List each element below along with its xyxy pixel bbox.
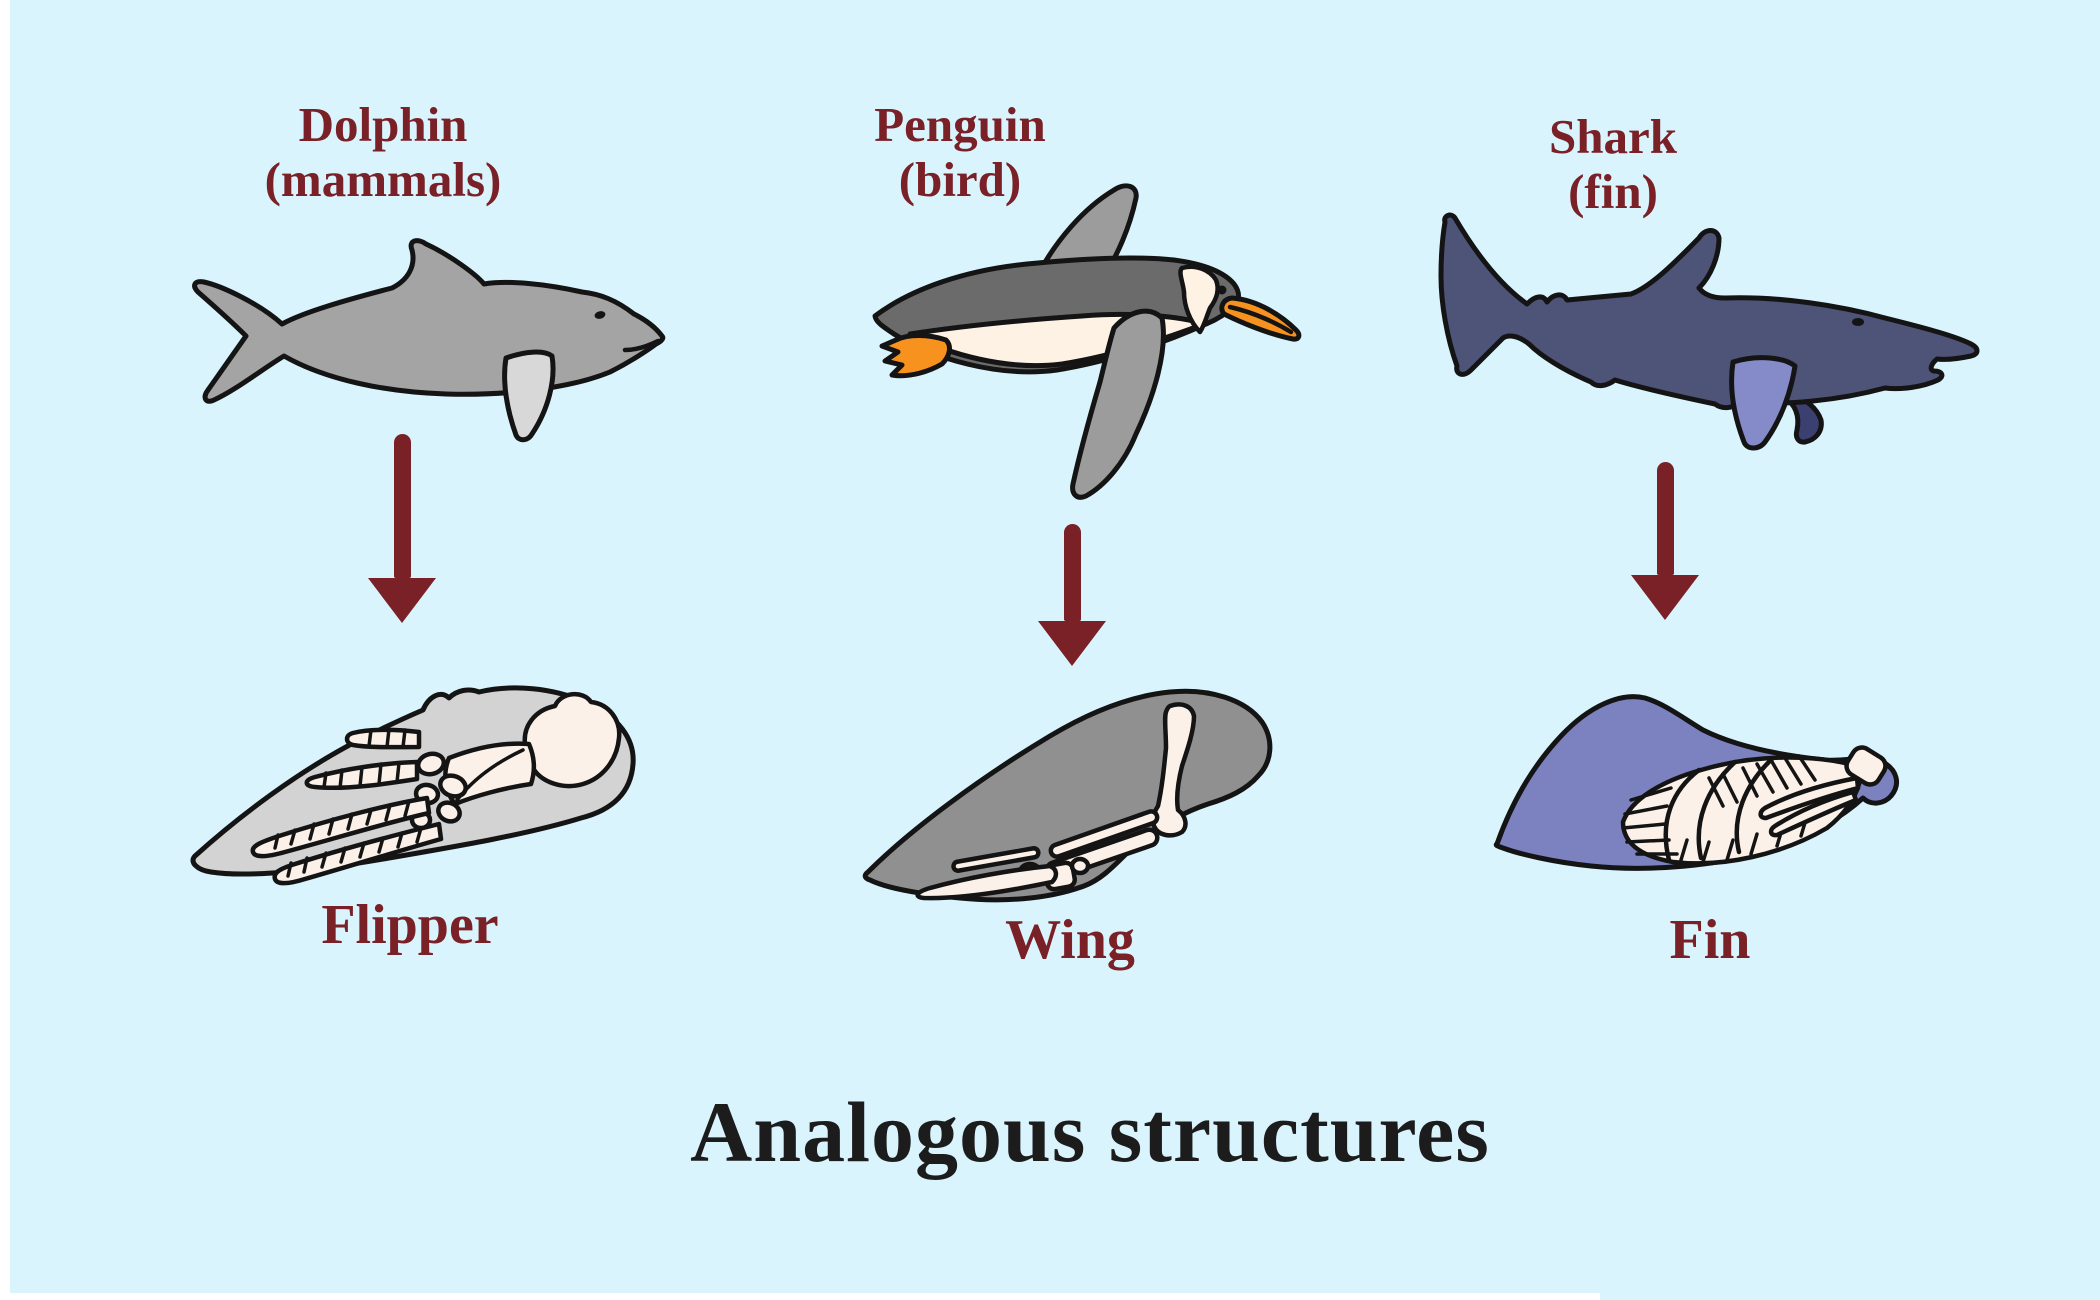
- fin-hatch-lines: [1707, 754, 1817, 808]
- fin-radial-rod-1: [1758, 775, 1861, 821]
- flipper-digit-3-joints: [273, 799, 411, 850]
- fin-radial-rod-2: [1768, 789, 1859, 838]
- page-margin-bottom: [0, 1293, 1600, 1300]
- shark-body: [1438, 212, 1980, 411]
- wing-radius: [1048, 809, 1160, 859]
- fin-illustration: [1493, 694, 1900, 871]
- wing-digit-blade: [915, 863, 1059, 901]
- page-margin-left: [0, 0, 10, 1300]
- penguin-label: Penguin (bird): [750, 97, 1170, 208]
- shark-pectoral-fin: [1729, 355, 1798, 451]
- dolphin-pectoral-flipper: [502, 349, 556, 443]
- shark-eye: [1852, 318, 1864, 326]
- wing-humerus: [1150, 702, 1197, 838]
- dolphin-name: Dolphin: [298, 97, 468, 152]
- penguin-beak-mouth-line: [1227, 304, 1294, 335]
- dolphin-group: (mammals): [264, 151, 502, 207]
- arrow-head: [1631, 575, 1699, 620]
- flipper-illustration: [190, 685, 636, 886]
- flipper-carpal: [438, 773, 468, 799]
- fin-bottom-cell-lines: [1679, 814, 1809, 864]
- dolphin-mouth-line: [622, 338, 661, 353]
- page-title: Analogous structures: [690, 1084, 1490, 1180]
- penguin-feet: [879, 333, 952, 379]
- arrow-shaft: [1656, 462, 1674, 575]
- wing-caption: Wing: [1005, 909, 1135, 971]
- shark-name: Shark: [1548, 109, 1677, 164]
- penguin-lower-wing: [1070, 308, 1166, 500]
- arrow-shaft: [393, 434, 411, 578]
- down-arrow-icon-dolphin: [368, 434, 436, 623]
- fin-basal-block: [1844, 745, 1888, 787]
- flipper-digit-1-joints: [367, 727, 407, 749]
- shark-label: Shark (fin): [1403, 109, 1823, 220]
- dolphin-body: [192, 238, 666, 404]
- shark-illustration: [1438, 212, 1980, 451]
- fin-arc-lines: [1663, 755, 1776, 863]
- penguin-eye: [1217, 285, 1227, 295]
- penguin-illustration: [872, 183, 1302, 500]
- flipper-digit-3: [250, 795, 432, 859]
- penguin-group: (bird): [898, 151, 1022, 207]
- flipper-digit-2-joints: [322, 761, 401, 790]
- down-arrow-icon-shark: [1631, 462, 1699, 620]
- fin-outer-ray-lines: [1621, 786, 1679, 856]
- wing-carpal-pebble: [1069, 856, 1091, 876]
- arrow-head: [1038, 621, 1106, 666]
- dolphin-eye: [594, 311, 606, 319]
- wing-digit-bone: [951, 846, 1041, 873]
- fin-caption: Fin: [1669, 909, 1751, 971]
- arrow-head: [368, 578, 436, 623]
- flipper-digit-4-joints: [286, 826, 423, 878]
- dolphin-illustration: [192, 238, 666, 443]
- flipper-carpal: [436, 800, 462, 824]
- dolphin-label: Dolphin (mammals): [173, 97, 593, 208]
- penguin-face-patch: [1178, 264, 1220, 335]
- shark-group: (fin): [1568, 163, 1658, 219]
- penguin-name: Penguin: [874, 97, 1046, 152]
- wing-illustration: [862, 688, 1273, 903]
- down-arrow-icon-penguin: [1038, 524, 1106, 666]
- arrow-shaft: [1063, 524, 1081, 621]
- flipper-digit-1: [344, 727, 422, 750]
- flipper-caption: Flipper: [321, 894, 499, 956]
